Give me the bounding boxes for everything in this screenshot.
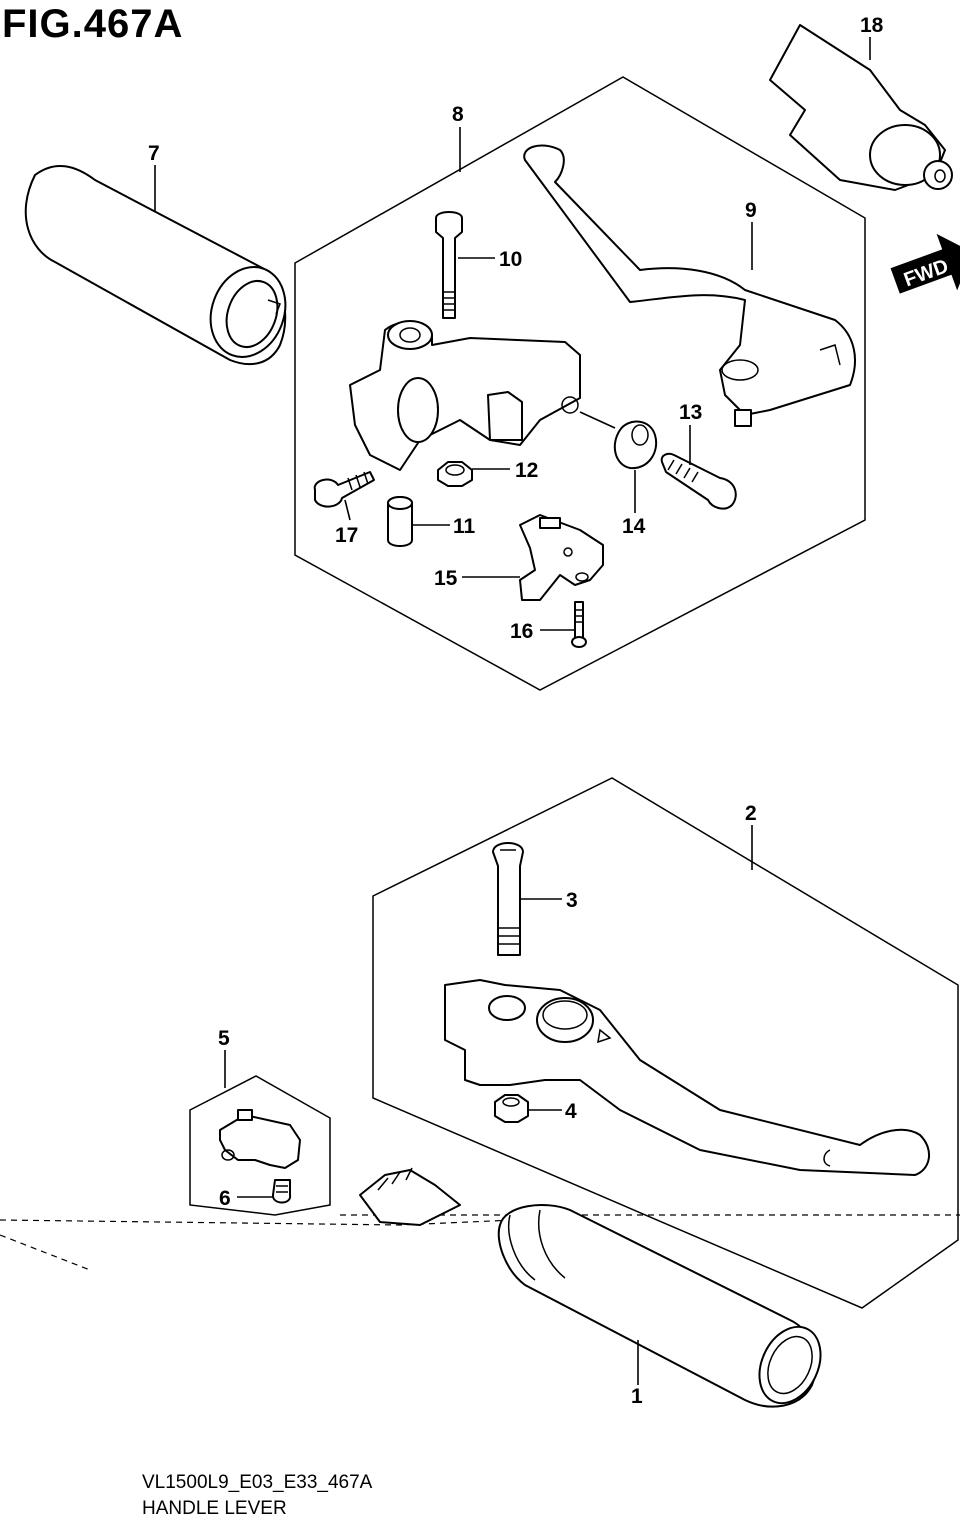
- callout-10: 10: [499, 248, 522, 271]
- screw-part-16: [571, 601, 587, 648]
- callout-18: 18: [860, 14, 884, 37]
- diagram-code: VL1500L9_E03_E33_467A: [142, 1472, 373, 1493]
- callout-8: 8: [452, 103, 464, 126]
- grip-part-7: [24, 164, 287, 366]
- callout-3: 3: [566, 889, 578, 912]
- pivot-bolt-part-3: [492, 842, 524, 956]
- bolt-part-10: [435, 211, 463, 319]
- switch-part-15: [519, 514, 604, 601]
- spacer-part-11: [387, 496, 413, 547]
- callout-11: 11: [453, 515, 476, 538]
- fwd-arrow-icon: FWD: [890, 233, 960, 294]
- diagram-name: HANDLE LEVER: [142, 1498, 287, 1519]
- callout-5: 5: [218, 1027, 230, 1050]
- nut-part-4: [494, 1094, 529, 1123]
- adjuster-part-14: [613, 420, 658, 470]
- lever-part-9: [523, 144, 856, 427]
- nut-part-12: [437, 461, 473, 487]
- footer: VL1500L9_E03_E33_467A HANDLE LEVER: [142, 1470, 372, 1522]
- assembly-outline-8: [294, 76, 866, 691]
- assembly-outline-5: [189, 1075, 331, 1216]
- callout-14: 14: [622, 515, 646, 538]
- callout-16: 16: [510, 620, 533, 643]
- assembly-outline-2: [372, 777, 959, 1309]
- leader-lines: [154, 37, 871, 1385]
- pin-part-13: [660, 452, 737, 510]
- callout-2: 2: [745, 802, 757, 825]
- handlebar-context: [0, 1167, 960, 1271]
- callout-13: 13: [679, 401, 702, 424]
- figure-title: FIG.467A: [2, 2, 184, 46]
- front-brake-lever-part-2: [444, 979, 930, 1176]
- throttle-grip-part-1: [497, 1204, 822, 1408]
- callout-15: 15: [434, 567, 458, 590]
- callout-7: 7: [148, 142, 160, 165]
- fwd-label: FWD: [901, 255, 951, 291]
- cover-part-18: [769, 24, 953, 191]
- callout-4: 4: [565, 1100, 577, 1123]
- callout-12: 12: [515, 459, 538, 482]
- callout-9: 9: [745, 199, 757, 222]
- switch-part-5: [219, 1109, 301, 1169]
- screw-part-6: [272, 1179, 292, 1204]
- callout-1: 1: [631, 1385, 643, 1408]
- screw-part-17: [313, 471, 375, 508]
- lever-bracket: [349, 320, 581, 471]
- callout-17: 17: [335, 524, 358, 547]
- callout-labels: 7 8 18 9 10 13 12 14 17 11 15 16 2 3 4 5…: [148, 14, 884, 1408]
- callout-6: 6: [219, 1187, 231, 1210]
